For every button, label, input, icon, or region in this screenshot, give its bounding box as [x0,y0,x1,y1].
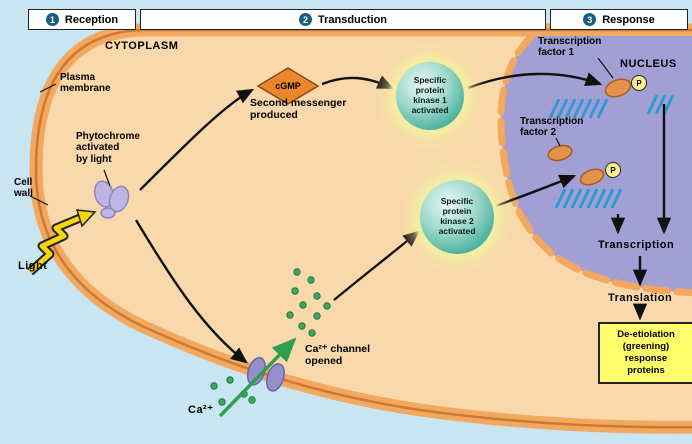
cgmp-diamond [256,67,320,105]
dna-hatch-2 [554,188,623,209]
nucleus-region [497,32,692,297]
tf1-label: Transcription factor 1 [538,36,602,59]
step-3-badge: 3 [583,13,597,26]
light-zigzag-icon [26,209,97,276]
nuclear-envelope [497,32,692,297]
transcription-label: Transcription [598,239,675,251]
cell-wall-label: Cell wall [14,177,33,200]
cytoplasm-label: CYTOPLASM [105,40,179,52]
second-messenger-label: Second messenger produced [250,97,347,121]
protein-kinase-1: Specific protein kinase 1 activated [396,62,464,130]
transcription-factor-1-icon [604,78,632,98]
response-proteins-box: De-etiolation (greening) response protei… [598,322,692,384]
cgmp-label: cGMP [275,80,301,91]
protein-kinase-1-label: Specific protein kinase 1 activated [411,75,449,115]
phytochrome-icon [93,180,130,219]
protein-kinase-2-label: Specific protein kinase 2 activated [438,196,476,236]
translation-label: Translation [608,292,673,304]
plasma-membrane-label: Plasma membrane [60,72,111,95]
light-label: Light [18,260,48,272]
header-reception-label: Reception [64,13,119,26]
nucleus-label: NUCLEUS [620,58,677,70]
header-response-label: Response [602,13,655,26]
leader-lines [29,57,614,206]
header-response: 3 Response [550,9,688,30]
header-transduction-label: Transduction [317,13,388,26]
step-1-badge: 1 [45,13,59,26]
transcription-factor-2-icon [547,144,605,186]
phytochrome-label: Phytochrome activated by light [76,131,140,165]
tf2-label: Transcription factor 2 [520,116,584,139]
phosphate-badge-1: P [631,75,647,91]
pathway-arrows [134,72,672,364]
ca-ion-label: Ca²⁺ [188,404,214,416]
header-reception: 1 Reception [28,9,136,30]
dna-hatch-1 [548,94,675,119]
step-2-badge: 2 [298,13,312,26]
protein-kinase-2: Specific protein kinase 2 activated [420,180,494,254]
phosphate-badge-2: P [605,162,621,178]
calcium-entry-arrow [218,337,297,418]
header-transduction: 2 Transduction [140,9,546,30]
ca-channel-label: Ca²⁺ channel opened [305,343,371,367]
